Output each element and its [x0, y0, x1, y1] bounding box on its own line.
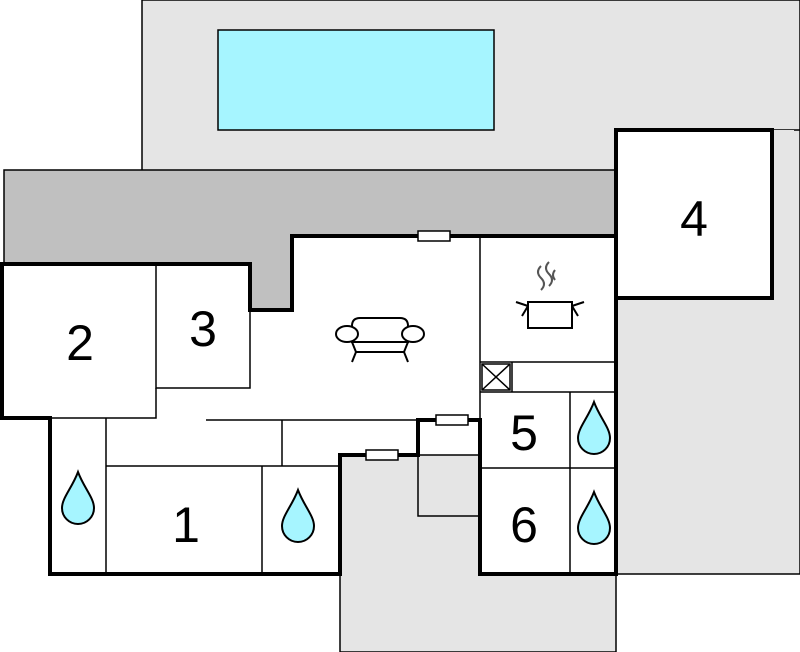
cooking-pot-icon: [515, 261, 585, 329]
water-drop-icon: [576, 489, 612, 545]
room-5-label: 5: [510, 405, 538, 461]
water-drop-icon: [280, 487, 316, 543]
windows: [365, 230, 469, 461]
room-4-label: 4: [680, 191, 708, 247]
window-bottom: [365, 449, 399, 461]
interior-floor: [4, 130, 772, 574]
swimming-pool: [217, 29, 495, 131]
sofa-icon: [335, 317, 425, 363]
window-top: [417, 230, 451, 242]
exterior-walls: [0, 128, 774, 576]
window-hall: [435, 414, 469, 426]
water-drops: [60, 399, 612, 545]
room-3-label: 3: [189, 301, 217, 357]
water-drop-icon: [576, 399, 612, 455]
room-1-label: 1: [172, 497, 200, 553]
room-2-label: 2: [66, 315, 94, 371]
room-6-label: 6: [510, 497, 538, 553]
water-drop-icon: [60, 469, 96, 525]
stairwell-icon: [481, 363, 511, 391]
